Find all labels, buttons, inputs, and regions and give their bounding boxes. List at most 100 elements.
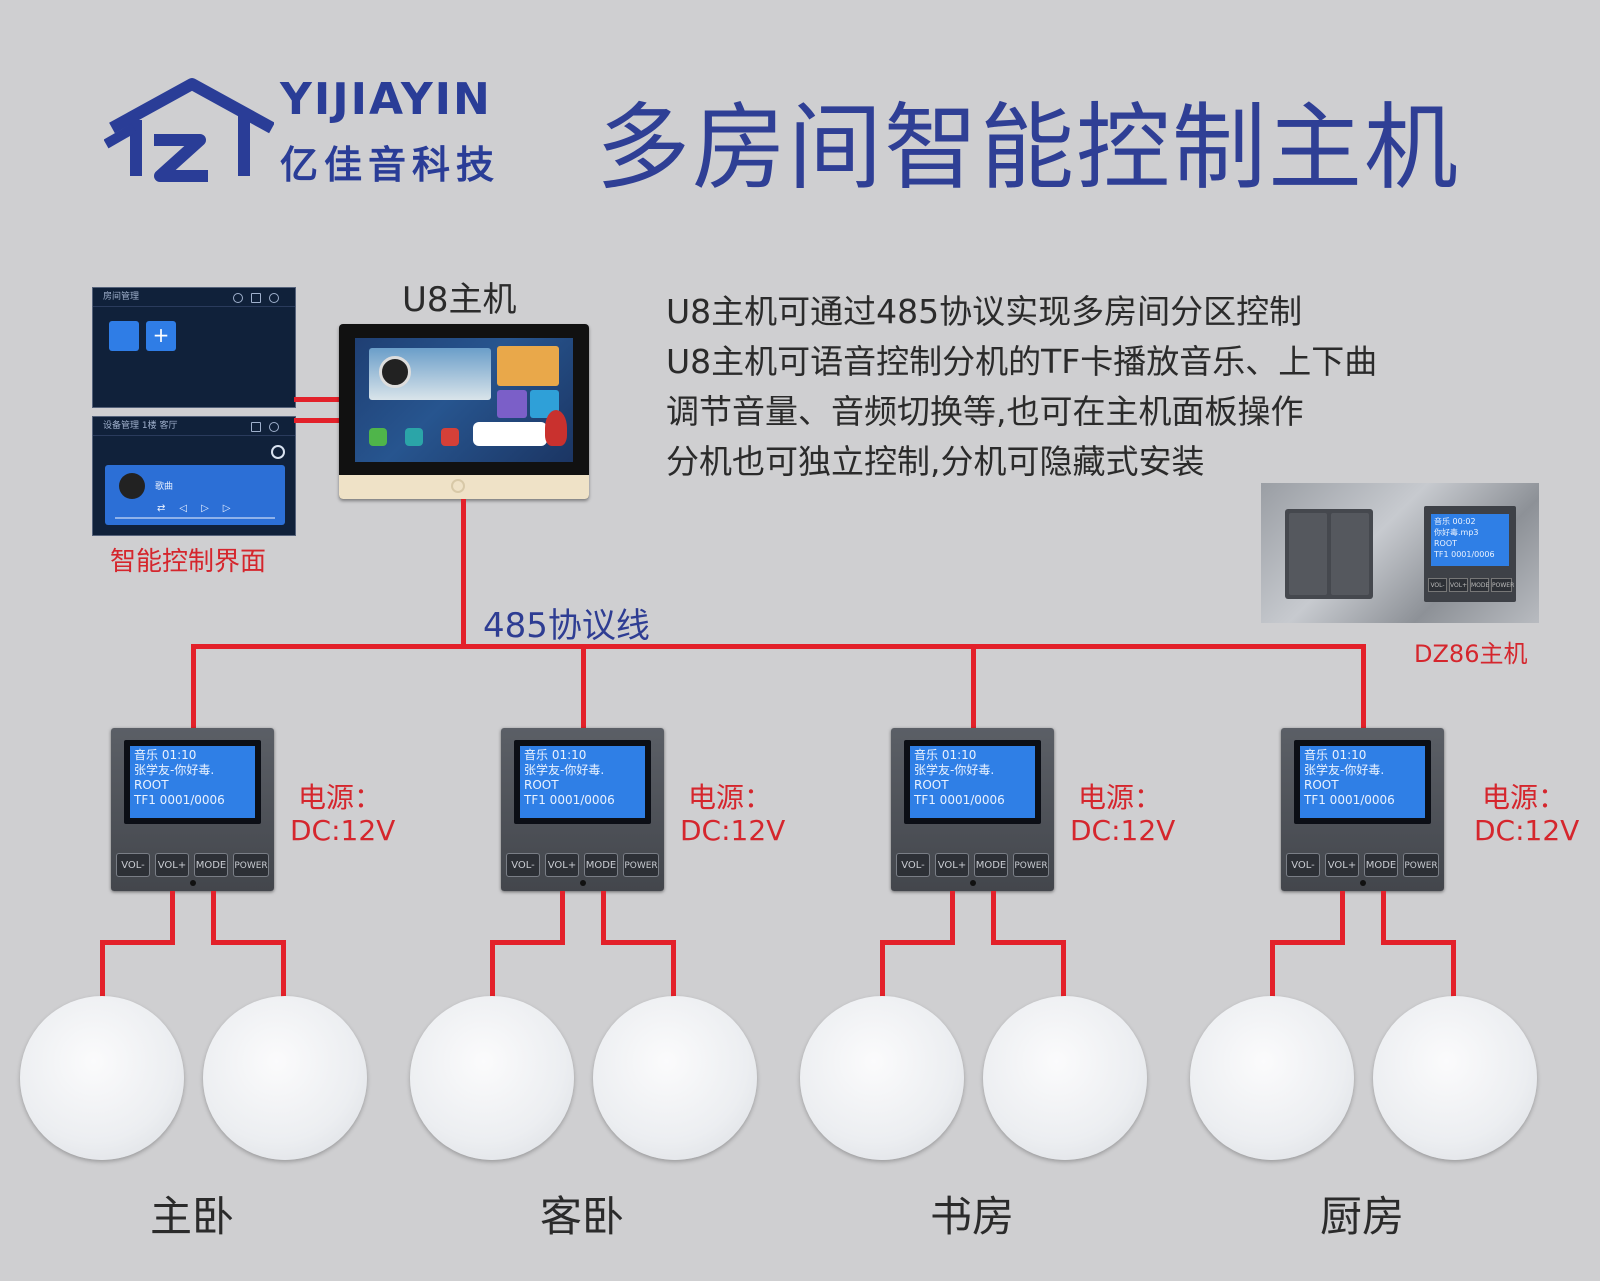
speaker-wire: [1061, 940, 1066, 998]
module-lcd-screen: 音乐 01:10 张学友-你好毒. ROOT TF1 0001/0006: [910, 746, 1035, 818]
home-button-icon[interactable]: [451, 479, 465, 493]
speaker-wire: [1381, 940, 1456, 945]
module-buttons: VOL- VOL+ MODE POWER: [116, 853, 269, 877]
bus-label: 485协议线: [483, 606, 650, 646]
power-button[interactable]: POWER: [1491, 578, 1514, 592]
power-label: 电源：: [1482, 781, 1567, 814]
parrot-mascot-icon: [545, 410, 567, 446]
room-name: 客卧: [539, 1192, 624, 1241]
dz86-module: 音乐 00:02 你好毒.mp3 ROOT TF1 0001/0006 VOL-…: [1424, 506, 1516, 602]
room-tile-icon[interactable]: [109, 321, 139, 351]
power-label: 电源：: [1078, 781, 1163, 814]
speaker-wire: [1381, 891, 1386, 943]
ceiling-speaker: [1190, 996, 1354, 1160]
module-lcd: 音乐 01:10 张学友-你好毒. ROOT TF1 0001/0006: [904, 740, 1041, 824]
app-icon: [405, 428, 423, 446]
vol-up-button[interactable]: VOL+: [155, 853, 189, 877]
app-icon: [441, 428, 459, 446]
panel-titlebar: 房间管理: [93, 288, 295, 307]
mode-button[interactable]: MODE: [1364, 853, 1398, 877]
speaker-wire: [281, 940, 286, 998]
logo-chinese-name: 亿佳音科技: [280, 142, 501, 187]
speaker-wire: [211, 940, 286, 945]
vol-up-button[interactable]: VOL+: [1449, 578, 1468, 592]
speaker-wire: [211, 891, 216, 943]
room-name: 书房: [929, 1192, 1014, 1241]
song-title: 歌曲: [155, 482, 174, 492]
vol-down-button[interactable]: VOL-: [1428, 578, 1447, 592]
speaker-wire: [100, 940, 105, 998]
add-room-icon[interactable]: +: [146, 321, 176, 351]
weather-tile: [497, 346, 559, 386]
speaker-wire: [601, 940, 676, 945]
logo-house-icon: [104, 78, 274, 182]
vol-down-button[interactable]: VOL-: [896, 853, 930, 877]
speaker-wire: [1270, 940, 1345, 945]
module-feed-wire: [971, 644, 976, 728]
page-title: 多房间智能控制主机: [596, 94, 1461, 203]
settings-icon: [233, 293, 243, 303]
speaker-wire: [490, 940, 495, 998]
description-line: U8主机可通过485协议实现多房间分区控制: [666, 292, 1303, 331]
power-icon[interactable]: [271, 445, 285, 459]
vol-down-button[interactable]: VOL-: [506, 853, 540, 877]
room-name: 主卧: [149, 1192, 234, 1241]
bus-drop-wire: [461, 499, 466, 648]
mode-button[interactable]: MODE: [194, 853, 228, 877]
power-value: DC:12V: [1474, 814, 1580, 847]
speaker-grille: [339, 475, 589, 499]
ir-sensor-icon: [970, 880, 976, 886]
app-tile: [497, 390, 527, 418]
wall-switch: [1285, 509, 1373, 599]
module-lcd: 音乐 01:10 张学友-你好毒. ROOT TF1 0001/0006: [1294, 740, 1431, 824]
vol-up-button[interactable]: VOL+: [1325, 853, 1359, 877]
ir-sensor-icon: [190, 880, 196, 886]
voice-bubble: [473, 422, 547, 446]
refresh-icon: [269, 422, 279, 432]
speaker-wire: [880, 940, 955, 945]
module-buttons: VOL- VOL+ MODE POWER: [1286, 853, 1439, 877]
power-button[interactable]: POWER: [233, 853, 269, 877]
vol-up-button[interactable]: VOL+: [935, 853, 969, 877]
speaker-wire: [490, 940, 565, 945]
album-art: [119, 473, 145, 499]
mode-button[interactable]: MODE: [974, 853, 1008, 877]
ceiling-speaker: [410, 996, 574, 1160]
ir-sensor-icon: [580, 880, 586, 886]
panel-titlebar: 设备管理 1楼 客厅: [93, 417, 295, 436]
dz86-buttons: VOL- VOL+ MODE POWER: [1428, 578, 1514, 592]
control-ui-label: 智能控制界面: [110, 547, 267, 577]
vol-down-button[interactable]: VOL-: [1286, 853, 1320, 877]
playback-controls-icon[interactable]: ⇄◁▷▷: [157, 503, 245, 514]
speaker-wire: [991, 940, 1066, 945]
mode-button[interactable]: MODE: [584, 853, 618, 877]
room-amplifier-module: 音乐 01:10 张学友-你好毒. ROOT TF1 0001/0006 VOL…: [891, 728, 1054, 891]
power-button[interactable]: POWER: [1013, 853, 1049, 877]
vol-up-button[interactable]: VOL+: [545, 853, 579, 877]
ceiling-speaker: [800, 996, 964, 1160]
host-label: U8主机: [402, 280, 517, 320]
progress-slider[interactable]: [115, 517, 275, 519]
ceiling-speaker: [983, 996, 1147, 1160]
ceiling-speaker: [20, 996, 184, 1160]
mode-button[interactable]: MODE: [1470, 578, 1489, 592]
room-name: 厨房: [1319, 1192, 1404, 1241]
switch-key-left[interactable]: [1289, 513, 1327, 595]
vol-down-button[interactable]: VOL-: [116, 853, 150, 877]
power-button[interactable]: POWER: [623, 853, 659, 877]
power-button[interactable]: POWER: [1403, 853, 1439, 877]
logo-wordmark: YIJIAYIN: [280, 74, 492, 125]
panel-wire: [294, 418, 340, 423]
power-value: DC:12V: [1070, 814, 1176, 847]
u8-host-device: [339, 324, 589, 499]
speaker-wire: [1270, 940, 1275, 998]
module-lcd-screen: 音乐 01:10 张学友-你好毒. ROOT TF1 0001/0006: [520, 746, 645, 818]
ceiling-speaker: [203, 996, 367, 1160]
room-amplifier-module: 音乐 01:10 张学友-你好毒. ROOT TF1 0001/0006 VOL…: [111, 728, 274, 891]
speaker-wire: [950, 891, 955, 943]
description-block: U8主机可通过485协议实现多房间分区控制 U8主机可语音控制分机的TF卡播放音…: [666, 287, 1377, 487]
module-feed-wire: [1361, 644, 1366, 728]
power-label: 电源：: [688, 781, 773, 814]
switch-key-right[interactable]: [1331, 513, 1369, 595]
